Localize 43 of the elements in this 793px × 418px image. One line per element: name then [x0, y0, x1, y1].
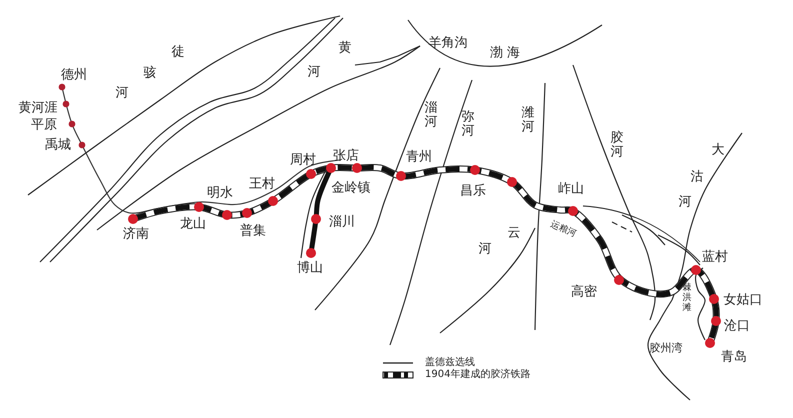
river-label: 淄河: [424, 102, 438, 130]
place-label: 张店: [333, 150, 359, 162]
place-label: 德州: [61, 68, 87, 82]
river-label: 潍河: [522, 106, 534, 136]
place-label: 黄河涯: [18, 102, 58, 114]
place-label: 青岛: [721, 350, 747, 364]
river-label: 河: [116, 86, 128, 100]
place-label: 济南: [123, 228, 149, 240]
river-label: 河: [678, 196, 692, 208]
place-label: 高密: [571, 286, 597, 298]
place-label: 棘洪滩: [682, 284, 692, 314]
legend-text: 1904年建成的胶济铁路: [425, 370, 530, 380]
place-label: 岞山: [558, 182, 584, 196]
place-label: 博山: [297, 262, 323, 274]
river-label: 胶河: [610, 132, 624, 160]
place-label: 女姑口: [724, 294, 762, 306]
river-label: 弥河: [462, 110, 474, 140]
river-label: 徒: [172, 46, 184, 58]
legend-text: 盖德兹选线: [425, 358, 475, 368]
place-label: 普集: [240, 224, 266, 238]
river-label: 大: [712, 144, 724, 156]
place-label: 王村: [249, 178, 275, 190]
place-label: 明水: [207, 186, 233, 200]
river-label: 河: [308, 66, 320, 78]
place-label: 蓝村: [702, 250, 728, 264]
place-label: 青州: [406, 150, 432, 164]
place-label: 沧口: [724, 320, 750, 332]
place-label: 龙山: [180, 218, 206, 230]
place-label: 淄川: [329, 216, 355, 228]
river-label: 黄: [338, 42, 352, 54]
place-label: 周村: [290, 154, 316, 166]
river-label: 河: [478, 242, 492, 256]
river-label: 骇: [144, 66, 156, 80]
place-label: 胶州湾: [650, 342, 682, 354]
river-label: 云: [508, 226, 520, 240]
place-label: 昌乐: [460, 184, 486, 198]
river-label: 沽: [690, 170, 704, 184]
place-label: 羊角沟: [428, 36, 468, 50]
river-label: 运粮河: [548, 220, 578, 240]
place-label: 金岭镇: [332, 182, 370, 194]
place-label: 禹城: [45, 138, 71, 152]
place-label: 平原: [31, 118, 57, 132]
sea-label: 渤 海: [490, 46, 520, 60]
